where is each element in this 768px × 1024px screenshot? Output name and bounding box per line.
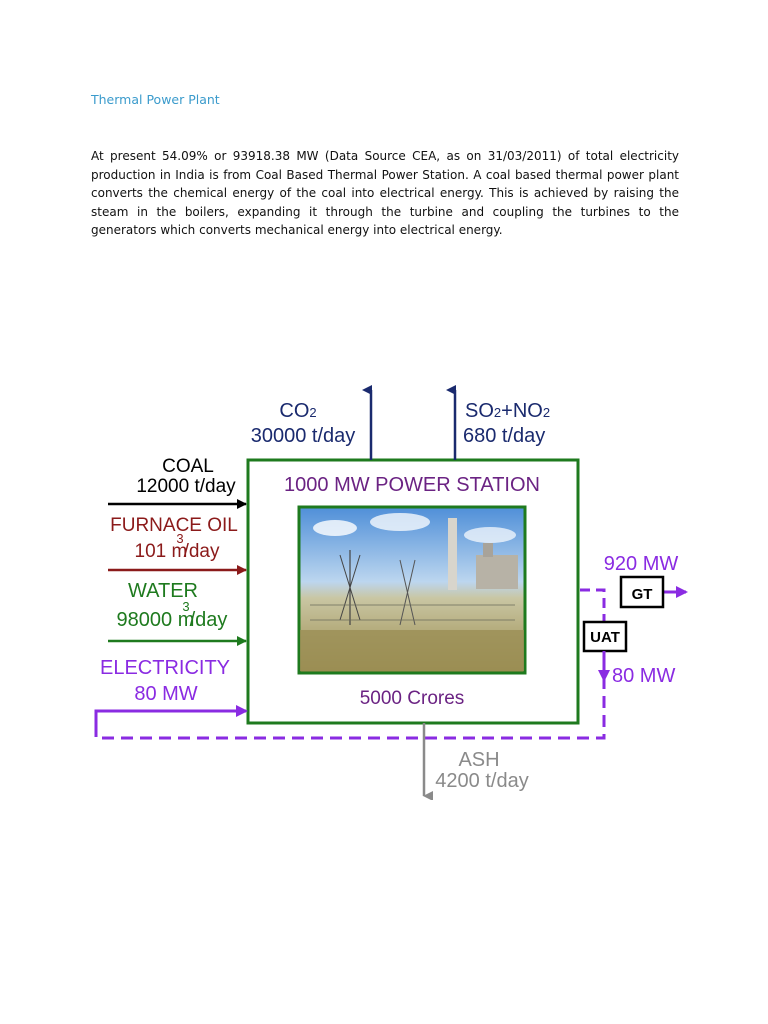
electricity-feed-line [96,711,246,737]
electricity-label: ELECTRICITY [100,657,230,679]
coal-value: 12000 t/day [136,476,236,497]
co2-value: 30000 t/day [251,425,356,447]
page-heading: Thermal Power Plant [91,92,220,107]
sox-label: SO2+NO2 [465,400,550,422]
auxiliary-power: 80 MW [612,665,675,687]
power-station-diagram: 1000 MW POWER STATION 5000 Crores CO2 30… [0,380,768,800]
sox-value: 680 t/day [463,425,545,447]
station-title: 1000 MW POWER STATION [284,474,540,496]
intro-paragraph: At present 54.09% or 93918.38 MW (Data S… [91,147,679,240]
electricity-value: 80 MW [134,683,197,705]
ash-value: 4200 t/day [435,770,528,792]
station-cost: 5000 Crores [360,688,465,709]
co2-label: CO2 [279,400,316,422]
coal-label: COAL [162,456,214,477]
gt-label: GT [632,586,653,603]
export-power: 920 MW [604,553,679,575]
power-plant-photo [299,507,525,673]
uat-label: UAT [590,629,620,646]
generator-output-line [580,590,604,625]
water-value: 98000 m3/day [117,599,228,631]
ash-label: ASH [458,749,499,771]
furnace-oil-label: FURNACE OIL [110,515,238,536]
